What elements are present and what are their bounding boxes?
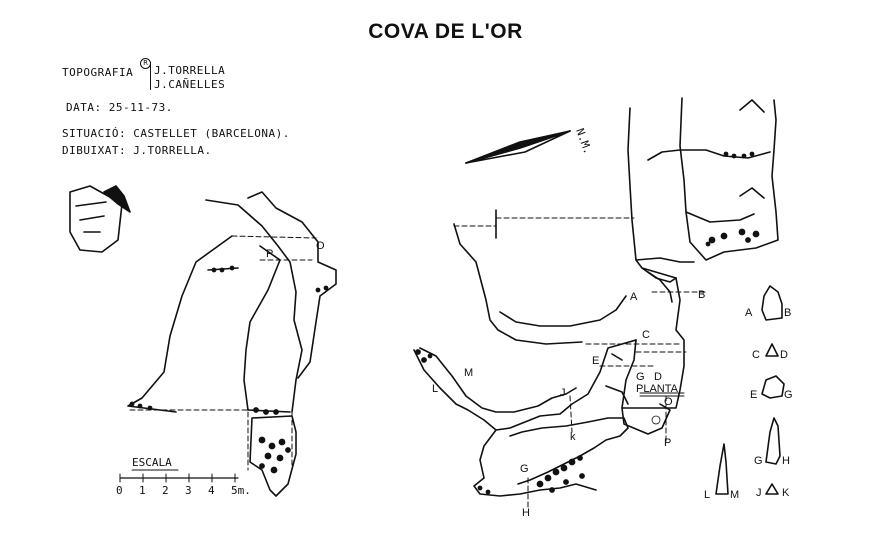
plan-label: PLANTA <box>636 383 679 395</box>
date-line: DATA: 25-11-73. <box>66 101 173 114</box>
map-label-j: J <box>560 387 566 399</box>
map-label-g-bottom: G <box>520 463 529 475</box>
map-label-o-left: O <box>316 240 325 252</box>
map-label-a: A <box>630 291 638 303</box>
scale-tick-5: 5m. <box>231 484 251 497</box>
section-eg-left: E <box>750 389 757 401</box>
section-lm-right: M <box>730 489 739 501</box>
map-label-p-left: P <box>266 248 273 260</box>
map-label-l: L <box>432 383 438 395</box>
section-cd-left: C <box>752 349 760 361</box>
entrance-outline <box>453 209 627 345</box>
section-profile-gh <box>765 417 781 465</box>
section-profile-lm <box>715 443 729 495</box>
scale-tick-0: 0 <box>116 484 123 497</box>
section-eg-right: G <box>784 389 793 401</box>
scale-bar <box>119 469 239 483</box>
lower-gallery-outline <box>413 339 671 497</box>
scale-label: ESCALA <box>132 456 172 469</box>
topografia-label: TOPOGRAFIA <box>62 66 134 79</box>
central-chamber-outline <box>621 97 779 409</box>
north-label: N.M. <box>573 127 594 156</box>
section-profile-ab <box>761 285 783 321</box>
club-emblem-icon <box>69 185 131 253</box>
rock-blocks-central <box>705 151 760 247</box>
scale-tick-2: 2 <box>162 484 169 497</box>
section-gh-right: H <box>782 455 790 467</box>
scale-tick-1: 1 <box>139 484 146 497</box>
situation-line: SITUACIÓ: CASTELLET (BARCELONA). <box>62 127 290 140</box>
page-title: COVA DE L'OR <box>368 20 523 43</box>
author-2: J.CAÑELLES <box>154 78 226 91</box>
map-label-d: D <box>654 371 662 383</box>
author-brace <box>150 62 151 90</box>
section-jk-left: J <box>756 487 762 499</box>
section-lines-lower <box>527 365 667 511</box>
section-ab-left: A <box>745 307 753 319</box>
section-profile-eg <box>761 375 785 399</box>
section-profile-jk <box>765 483 779 495</box>
scale-tick-4: 4 <box>208 484 215 497</box>
section-gh-left: G <box>754 455 763 467</box>
drawn-by-line: DIBUIXAT: J.TORRELLA. <box>62 144 212 157</box>
section-profile-cd <box>765 343 779 357</box>
rock-blocks-lower <box>415 349 661 495</box>
section-lm-left: L <box>704 489 710 501</box>
map-label-p-center: P <box>664 437 671 449</box>
section-lines-left <box>129 235 317 471</box>
section-ab-right: B <box>784 307 791 319</box>
map-label-k: k <box>570 431 576 443</box>
section-cd-right: D <box>780 349 788 361</box>
author-1: J.TORRELLA <box>154 64 226 77</box>
map-label-e: E <box>592 355 599 367</box>
map-label-h-bottom: H <box>522 507 530 519</box>
rock-blocks-left <box>129 265 329 474</box>
map-label-g: G <box>636 371 645 383</box>
map-label-o-center: O <box>664 396 673 408</box>
section-jk-right: K <box>782 487 790 499</box>
map-label-m: M <box>464 367 473 379</box>
scale-tick-3: 3 <box>185 484 192 497</box>
north-arrow-icon <box>465 130 571 164</box>
map-label-c: C <box>642 329 650 341</box>
map-label-b: B <box>698 289 705 301</box>
section-lines-central <box>453 217 707 353</box>
